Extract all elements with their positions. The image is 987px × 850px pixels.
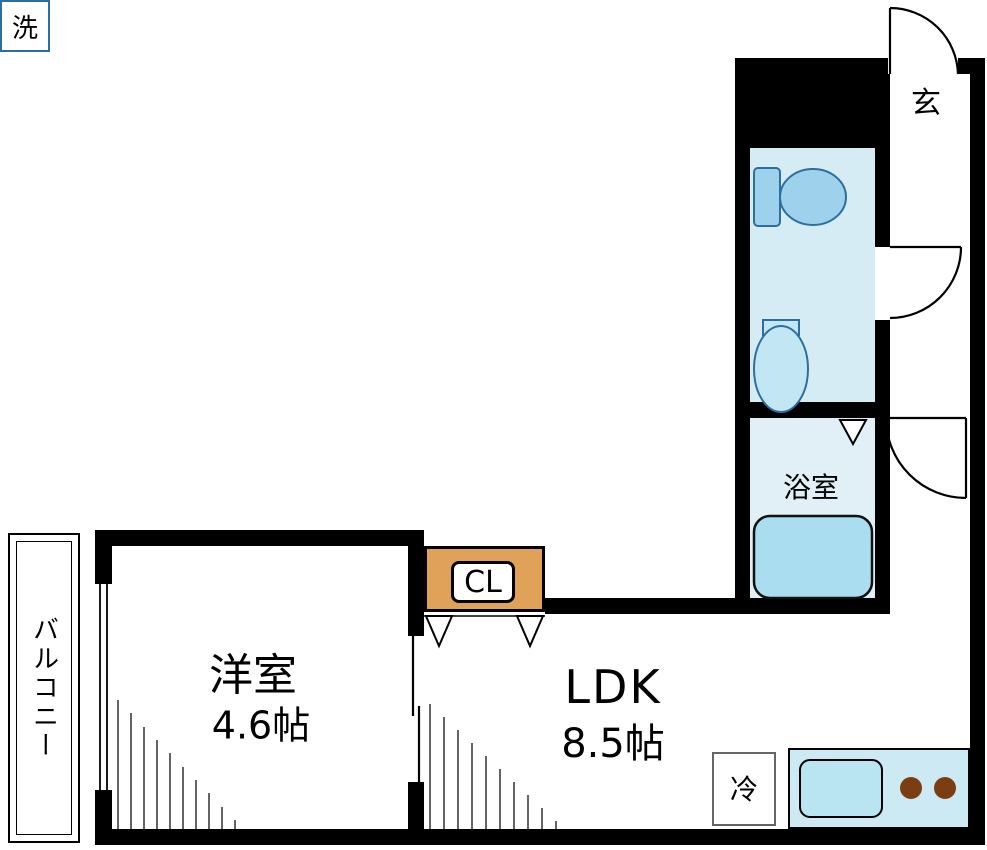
kitchen-sink xyxy=(799,759,883,818)
ldk-size: 8.5帖 xyxy=(561,721,665,767)
balcony xyxy=(8,533,80,843)
closet-label-chip: CL xyxy=(451,561,515,603)
wall-segment xyxy=(408,530,424,636)
laundry-label: 洗 xyxy=(11,13,38,44)
balcony-label: バルコニー xyxy=(28,615,59,761)
closet-door-mark xyxy=(515,615,545,649)
washing-machine-pan: 洗 xyxy=(0,0,50,52)
bathtub xyxy=(752,514,874,600)
closet-label: CL xyxy=(464,564,502,600)
toilet-bowl xyxy=(779,168,847,226)
wall-segment xyxy=(970,58,985,845)
bathroom-door-mark xyxy=(838,419,868,447)
stove-burner-icon xyxy=(900,777,922,799)
refrigerator-space xyxy=(712,752,776,826)
window-hatch-lines xyxy=(117,700,236,829)
entrance-label: 玄 xyxy=(911,86,941,121)
wall-segment xyxy=(735,58,750,614)
wall-segment xyxy=(735,58,888,74)
stove-burner-icon xyxy=(934,777,956,799)
wall-segment xyxy=(95,829,985,845)
closet-door-mark xyxy=(424,615,454,649)
wall-segment xyxy=(95,530,424,546)
refrigerator-label: 冷 xyxy=(729,773,759,806)
wall-segment xyxy=(545,598,890,614)
wall-segment xyxy=(95,530,112,584)
washroom-door-arc xyxy=(889,246,963,320)
bathroom-label: 浴室 xyxy=(782,471,840,504)
corridor-door-arc xyxy=(884,417,967,500)
wall-segment xyxy=(750,74,875,148)
entrance-door-arc xyxy=(889,6,960,75)
window-hatch-lines xyxy=(429,704,557,829)
wall-segment xyxy=(875,74,890,247)
wall-segment xyxy=(875,320,890,614)
western-room-label: 洋室 xyxy=(209,650,297,701)
western-room-size: 4.6帖 xyxy=(211,703,311,748)
toilet-tank xyxy=(753,167,781,227)
balcony-railing xyxy=(16,541,72,835)
washbasin xyxy=(753,325,809,413)
ldk-label: LDK xyxy=(564,660,662,714)
